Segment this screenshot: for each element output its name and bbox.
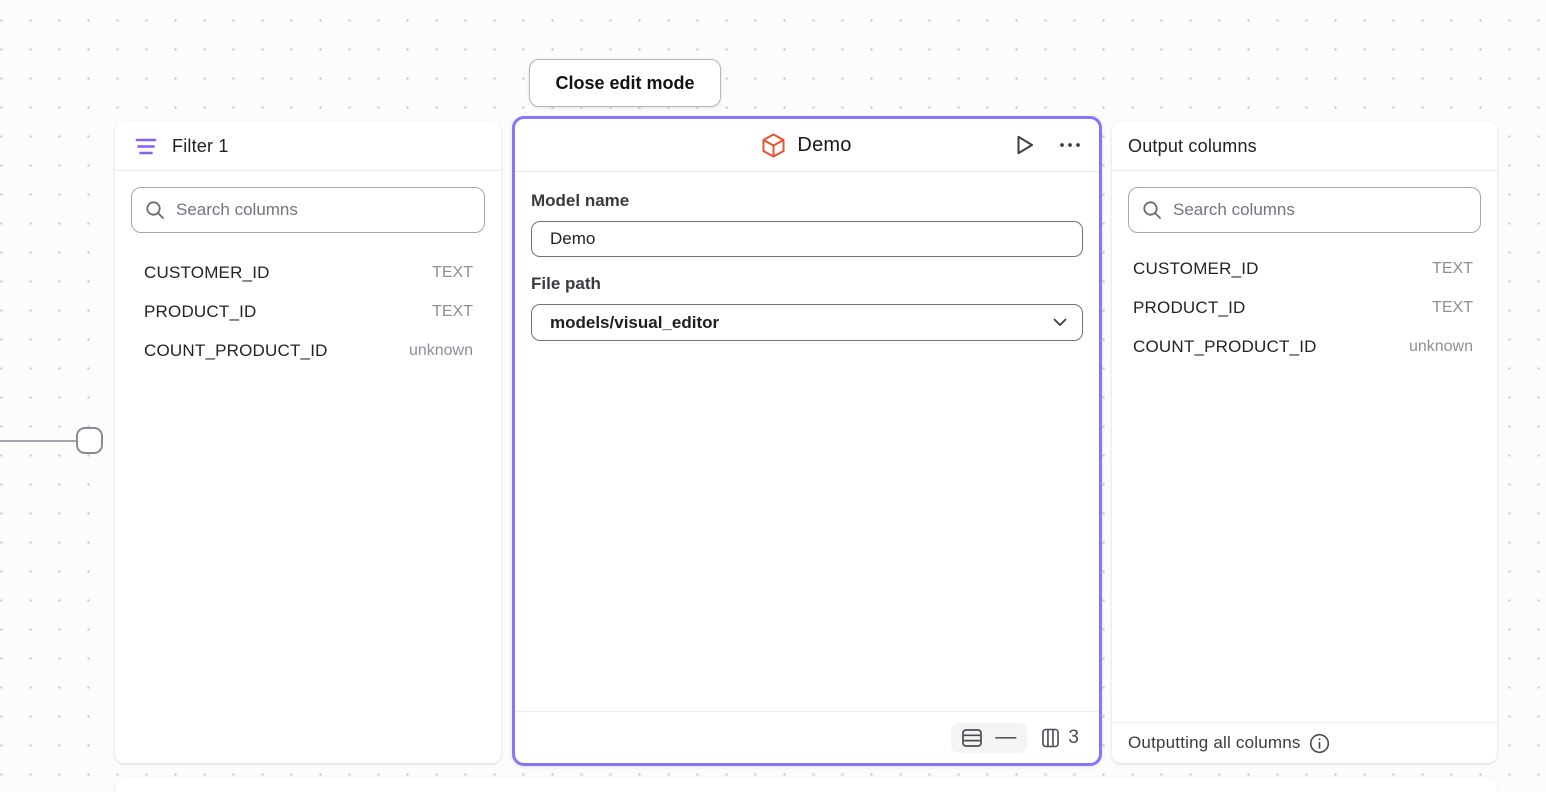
row-count-value: —: [995, 724, 1017, 748]
column-row[interactable]: COUNT_PRODUCT_ID unknown: [1133, 327, 1473, 366]
column-type: TEXT: [432, 263, 473, 281]
column-row[interactable]: CUSTOMER_ID TEXT: [144, 253, 473, 292]
column-count-value: 3: [1068, 726, 1079, 748]
column-name: PRODUCT_ID: [144, 301, 257, 321]
column-type: TEXT: [1432, 298, 1473, 316]
column-type: TEXT: [1432, 259, 1473, 277]
more-options-button[interactable]: [1057, 140, 1083, 150]
column-count-stat: 3: [1042, 727, 1079, 749]
model-cube-icon: [762, 133, 785, 158]
edge-handle[interactable]: [76, 427, 103, 454]
file-path-select[interactable]: models/visual_editor: [531, 304, 1083, 341]
filter-icon: [135, 138, 157, 155]
next-node-panel: [115, 778, 1497, 792]
model-panel-header: Demo: [515, 119, 1099, 172]
table-rows-icon: [962, 728, 983, 747]
play-icon: [1017, 135, 1033, 155]
model-name-input[interactable]: [531, 221, 1083, 257]
output-column-list: CUSTOMER_ID TEXT PRODUCT_ID TEXT COUNT_P…: [1133, 249, 1473, 366]
column-row[interactable]: PRODUCT_ID TEXT: [144, 292, 473, 331]
search-icon: [1142, 200, 1162, 220]
model-panel-title: Demo: [797, 133, 852, 156]
filter-search-input[interactable]: [176, 200, 471, 220]
column-name: PRODUCT_ID: [1133, 297, 1246, 317]
output-panel-title: Output columns: [1128, 135, 1257, 156]
row-count-stat: —: [951, 722, 1028, 753]
column-type: TEXT: [432, 302, 473, 320]
chevron-down-icon: [1053, 318, 1067, 327]
edge-connector-line: [0, 440, 78, 442]
info-icon[interactable]: [1309, 733, 1330, 754]
filter-column-list: CUSTOMER_ID TEXT PRODUCT_ID TEXT COUNT_P…: [144, 253, 473, 370]
model-name-label: Model name: [531, 191, 630, 210]
output-footer-text: Outputting all columns: [1128, 733, 1301, 752]
column-row[interactable]: PRODUCT_ID TEXT: [1133, 288, 1473, 327]
output-footer: Outputting all columns: [1112, 722, 1497, 763]
output-columns-panel: Output columns CUSTOMER_ID TEXT PRODUCT_…: [1112, 122, 1497, 763]
column-name: COUNT_PRODUCT_ID: [1133, 336, 1317, 356]
output-panel-header: Output columns: [1112, 122, 1497, 171]
column-name: CUSTOMER_ID: [144, 262, 270, 282]
filter-search-box[interactable]: [131, 187, 485, 233]
column-row[interactable]: CUSTOMER_ID TEXT: [1133, 249, 1473, 288]
file-path-value: models/visual_editor: [550, 312, 720, 332]
output-search-box[interactable]: [1128, 187, 1481, 233]
model-node-panel-selected: Demo Model name File path models/visual_…: [512, 116, 1102, 766]
table-columns-icon: [1042, 728, 1060, 748]
column-name: COUNT_PRODUCT_ID: [144, 340, 328, 360]
model-stats-bar: — 3: [515, 711, 1099, 763]
file-path-label: File path: [531, 274, 601, 293]
close-edit-mode-button[interactable]: Close edit mode: [529, 59, 721, 107]
column-type: unknown: [408, 341, 473, 359]
column-type: unknown: [1408, 337, 1473, 355]
column-name: CUSTOMER_ID: [1133, 258, 1259, 278]
search-icon: [145, 200, 165, 220]
filter-panel-header: Filter 1: [115, 122, 501, 171]
output-search-input[interactable]: [1173, 200, 1467, 220]
model-config-form: Model name File path models/visual_edito…: [515, 172, 1099, 360]
ellipsis-icon: [1060, 143, 1080, 147]
column-row[interactable]: COUNT_PRODUCT_ID unknown: [144, 331, 473, 370]
filter-node-panel: Filter 1 CUSTOMER_ID TEXT PRODUCT_ID TEX…: [115, 122, 501, 763]
filter-panel-title: Filter 1: [172, 135, 229, 156]
run-model-button[interactable]: [1013, 132, 1037, 158]
